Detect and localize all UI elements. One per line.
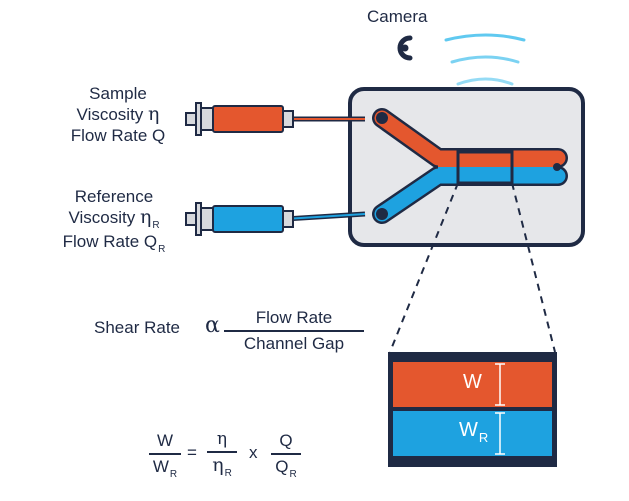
- channel-cross-section: [388, 352, 557, 467]
- formula-q-ratio: Q QR: [271, 430, 301, 481]
- shear-numerator: Flow Rate: [255, 308, 333, 327]
- zoom-lines: [389, 182, 556, 353]
- shear-rate-prefix: Shear Rate: [94, 318, 180, 337]
- reference-label-block: Reference Viscosity ηR Flow Rate QR: [44, 186, 184, 255]
- formula-eta-ratio: η ηR: [207, 428, 237, 480]
- sample-title: Sample: [89, 84, 147, 103]
- camera-label: Camera: [367, 7, 428, 26]
- zoom-region: [456, 150, 514, 185]
- y-channel: [372, 108, 568, 224]
- reference-flow-rate: Flow Rate QR: [62, 232, 166, 255]
- reference-viscosity: Viscosity ηR: [68, 206, 160, 232]
- width-sample-label: W: [463, 371, 482, 393]
- eta-symbol: η: [148, 103, 160, 125]
- camera-icon: [397, 35, 413, 61]
- shear-rate-fraction: Flow Rate Channel Gap: [224, 307, 364, 355]
- shear-denominator: Channel Gap: [243, 334, 345, 353]
- width-reference-label: WR: [459, 419, 489, 446]
- reference-syringe: [185, 202, 366, 236]
- sample-viscosity: Viscosity η: [76, 103, 160, 125]
- sample-flow-rate: Flow Rate Q: [70, 126, 166, 145]
- sample-syringe: [185, 102, 365, 136]
- formula-w-ratio: W WR: [149, 430, 181, 481]
- proportional-symbol: α: [205, 313, 220, 338]
- sample-label-block: Sample Viscosity η Flow Rate Q: [56, 83, 180, 146]
- reference-title: Reference: [74, 187, 154, 206]
- formula-equals: =: [187, 443, 197, 462]
- formula-times: x: [249, 443, 258, 462]
